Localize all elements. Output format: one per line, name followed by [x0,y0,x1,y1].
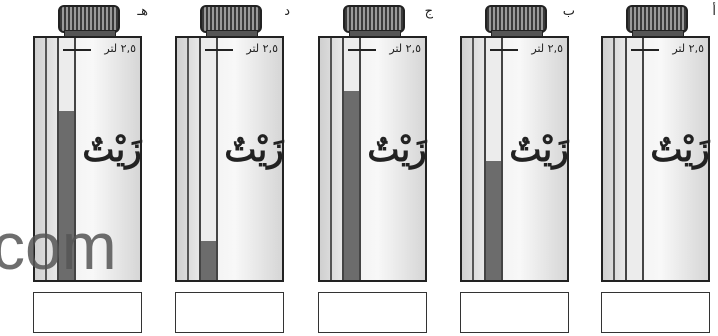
answer-box[interactable] [601,292,710,333]
capacity-line [205,49,233,51]
product-label: زَيْتٌ [650,130,710,170]
can-letter: أ [712,4,716,19]
level-gauge [625,38,644,280]
capacity-label: ٢,٥ لتر [531,42,563,55]
answer-box[interactable] [318,292,427,333]
cap [626,5,688,33]
can-letter: هـ [137,4,148,19]
cap [58,5,120,33]
product-label: زَيْتٌ [367,130,427,170]
edge-line [45,38,47,280]
cap [343,5,405,33]
edge-line [472,38,474,280]
watermark-text: com [0,209,117,283]
capacity-line [490,49,518,51]
oil-level-fill [486,161,501,280]
can-body: ٢,٥ لتر زَيْتٌ [601,36,710,282]
product-label: زَيْتٌ [509,130,569,170]
can-letter: د [284,4,290,19]
capacity-line [631,49,659,51]
capacity-line [348,49,376,51]
can-letter: ج [424,4,433,19]
oil-level-fill [59,110,74,280]
level-gauge [484,38,503,280]
capacity-label: ٢,٥ لتر [389,42,421,55]
can-e: هـ ٢,٥ لتر زَيْتٌ [28,0,148,336]
can-body: ٢,٥ لتر زَيْتٌ [460,36,569,282]
product-label: زَيْتٌ [82,130,142,170]
can-c: ج ٢,٥ لتر زَيْتٌ [313,0,433,336]
can-body: ٢,٥ لتر زَيْتٌ [33,36,142,282]
cap [485,5,547,33]
level-gauge [199,38,218,280]
product-label: زَيْتٌ [224,130,284,170]
can-d: د ٢,٥ لتر زَيْتٌ [170,0,290,336]
can-letter: ب [562,4,575,19]
answer-box[interactable] [33,292,142,333]
answer-box[interactable] [460,292,569,333]
cap [200,5,262,33]
can-body: ٢,٥ لتر زَيْتٌ [175,36,284,282]
capacity-label: ٢,٥ لتر [246,42,278,55]
can-body: ٢,٥ لتر زَيْتٌ [318,36,427,282]
answer-box[interactable] [175,292,284,333]
level-gauge [57,38,76,280]
level-gauge [342,38,361,280]
can-b: ب ٢,٥ لتر زَيْتٌ [455,0,575,336]
capacity-line [63,49,91,51]
capacity-label: ٢,٥ لتر [104,42,136,55]
oil-level-fill [201,241,216,280]
edge-line [613,38,615,280]
edge-line [187,38,189,280]
edge-line [330,38,332,280]
oil-level-fill [344,91,359,280]
capacity-label: ٢,٥ لتر [672,42,704,55]
can-a: أ ٢,٥ لتر زَيْتٌ [596,0,716,336]
